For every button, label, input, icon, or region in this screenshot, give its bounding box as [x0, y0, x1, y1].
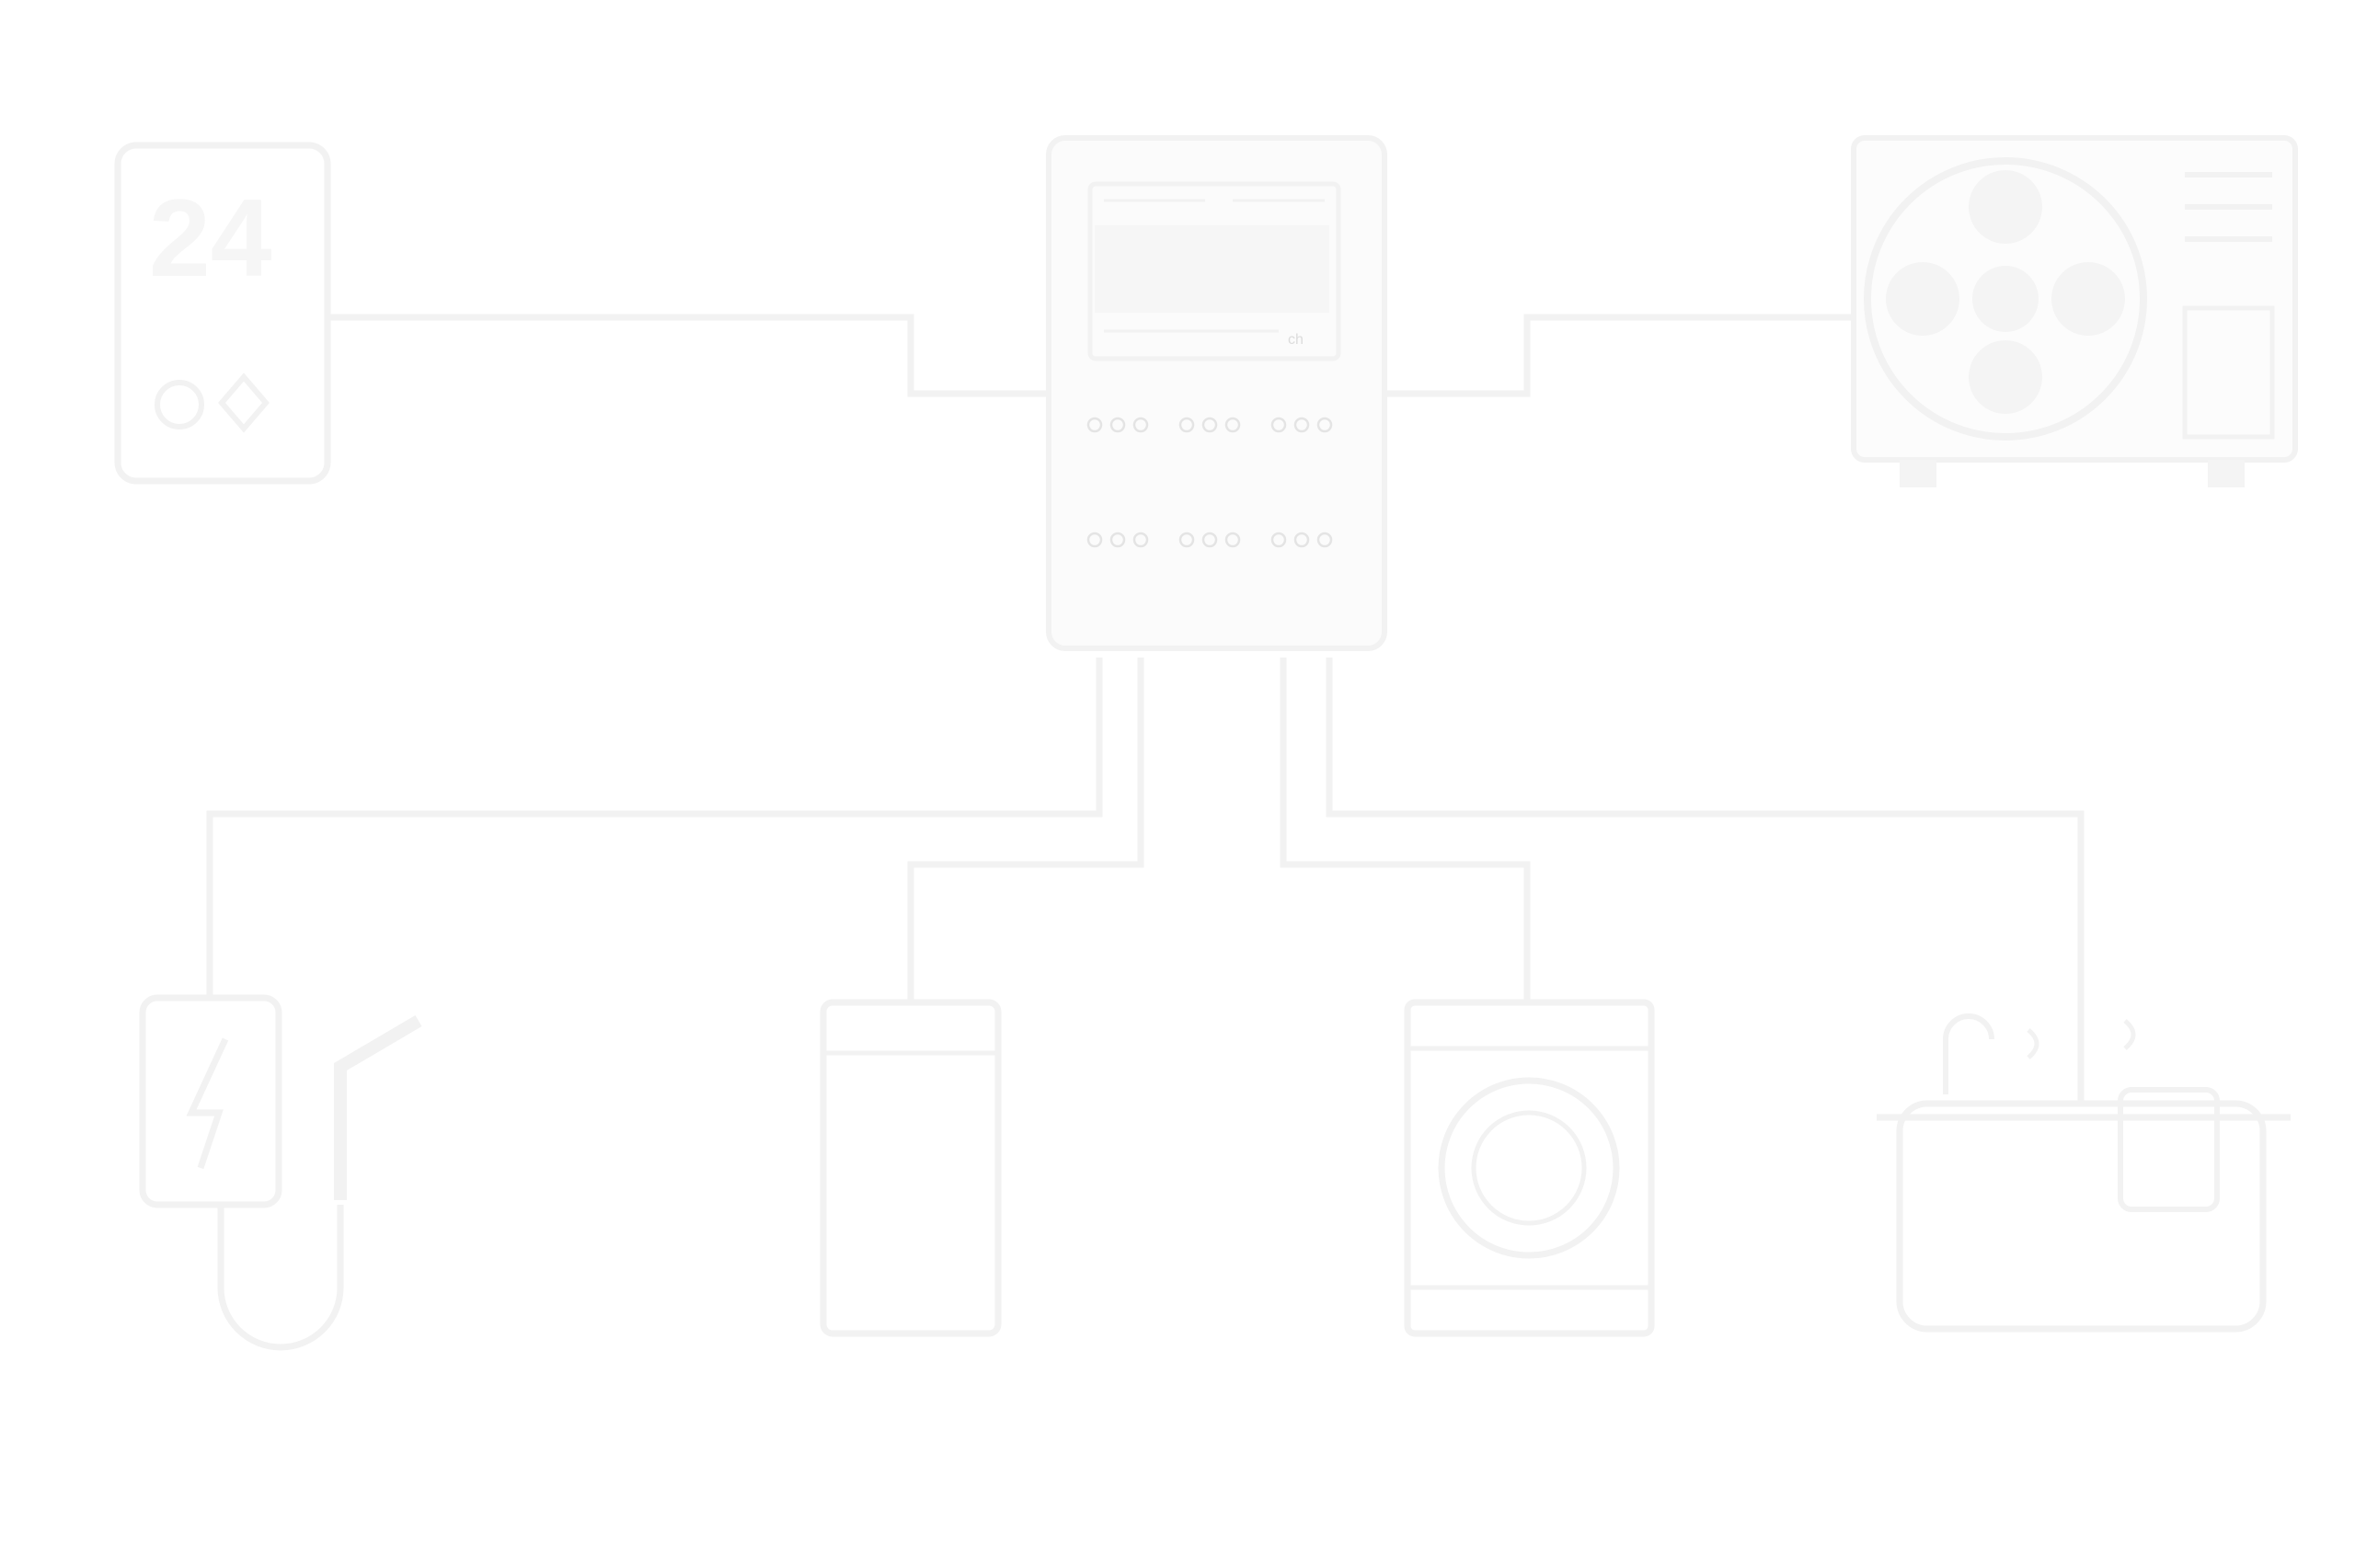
hub-port: [1201, 417, 1218, 433]
connector-washing-machine: [1280, 658, 1531, 1002]
hub-port: [1178, 532, 1195, 548]
hub-port: [1293, 532, 1310, 548]
connector-thermostat: [327, 314, 1058, 397]
hub-port: [1293, 417, 1310, 433]
connector-hot-tub: [1326, 658, 2085, 1104]
hub-port: [1201, 532, 1218, 548]
hub-port: [1316, 532, 1333, 548]
smart-meter-hub-icon: ch: [1046, 135, 1387, 651]
connector-heat-pump: [1380, 314, 1858, 397]
hub-port: [1224, 417, 1241, 433]
fan-unit-icon: [1851, 135, 2298, 487]
hub-port: [1132, 532, 1149, 548]
connector-water-heater: [907, 658, 1144, 1002]
hub-ports: [1086, 417, 1333, 548]
connector-lines: [206, 314, 2085, 1104]
ev-charger-icon: [139, 994, 422, 1351]
thermostat-display: 24: [149, 177, 272, 300]
hub-port: [1316, 417, 1333, 433]
hub-port: [1270, 532, 1287, 548]
hub-port: [1086, 417, 1103, 433]
hub-port: [1224, 532, 1241, 548]
hub-port: [1132, 417, 1149, 433]
hub-port: [1178, 417, 1195, 433]
hub-port: [1109, 532, 1126, 548]
hub-port: [1086, 532, 1103, 548]
thermostat-icon: 24: [114, 142, 331, 485]
hot-tub-icon: [1877, 1013, 2291, 1333]
hub-badge: ch: [1288, 332, 1304, 348]
hub-port: [1270, 417, 1287, 433]
hub-port: [1109, 417, 1126, 433]
water-heater-icon: [820, 999, 1002, 1337]
connector-ev-charger: [206, 658, 1103, 998]
washing-machine-icon: [1404, 999, 1655, 1337]
